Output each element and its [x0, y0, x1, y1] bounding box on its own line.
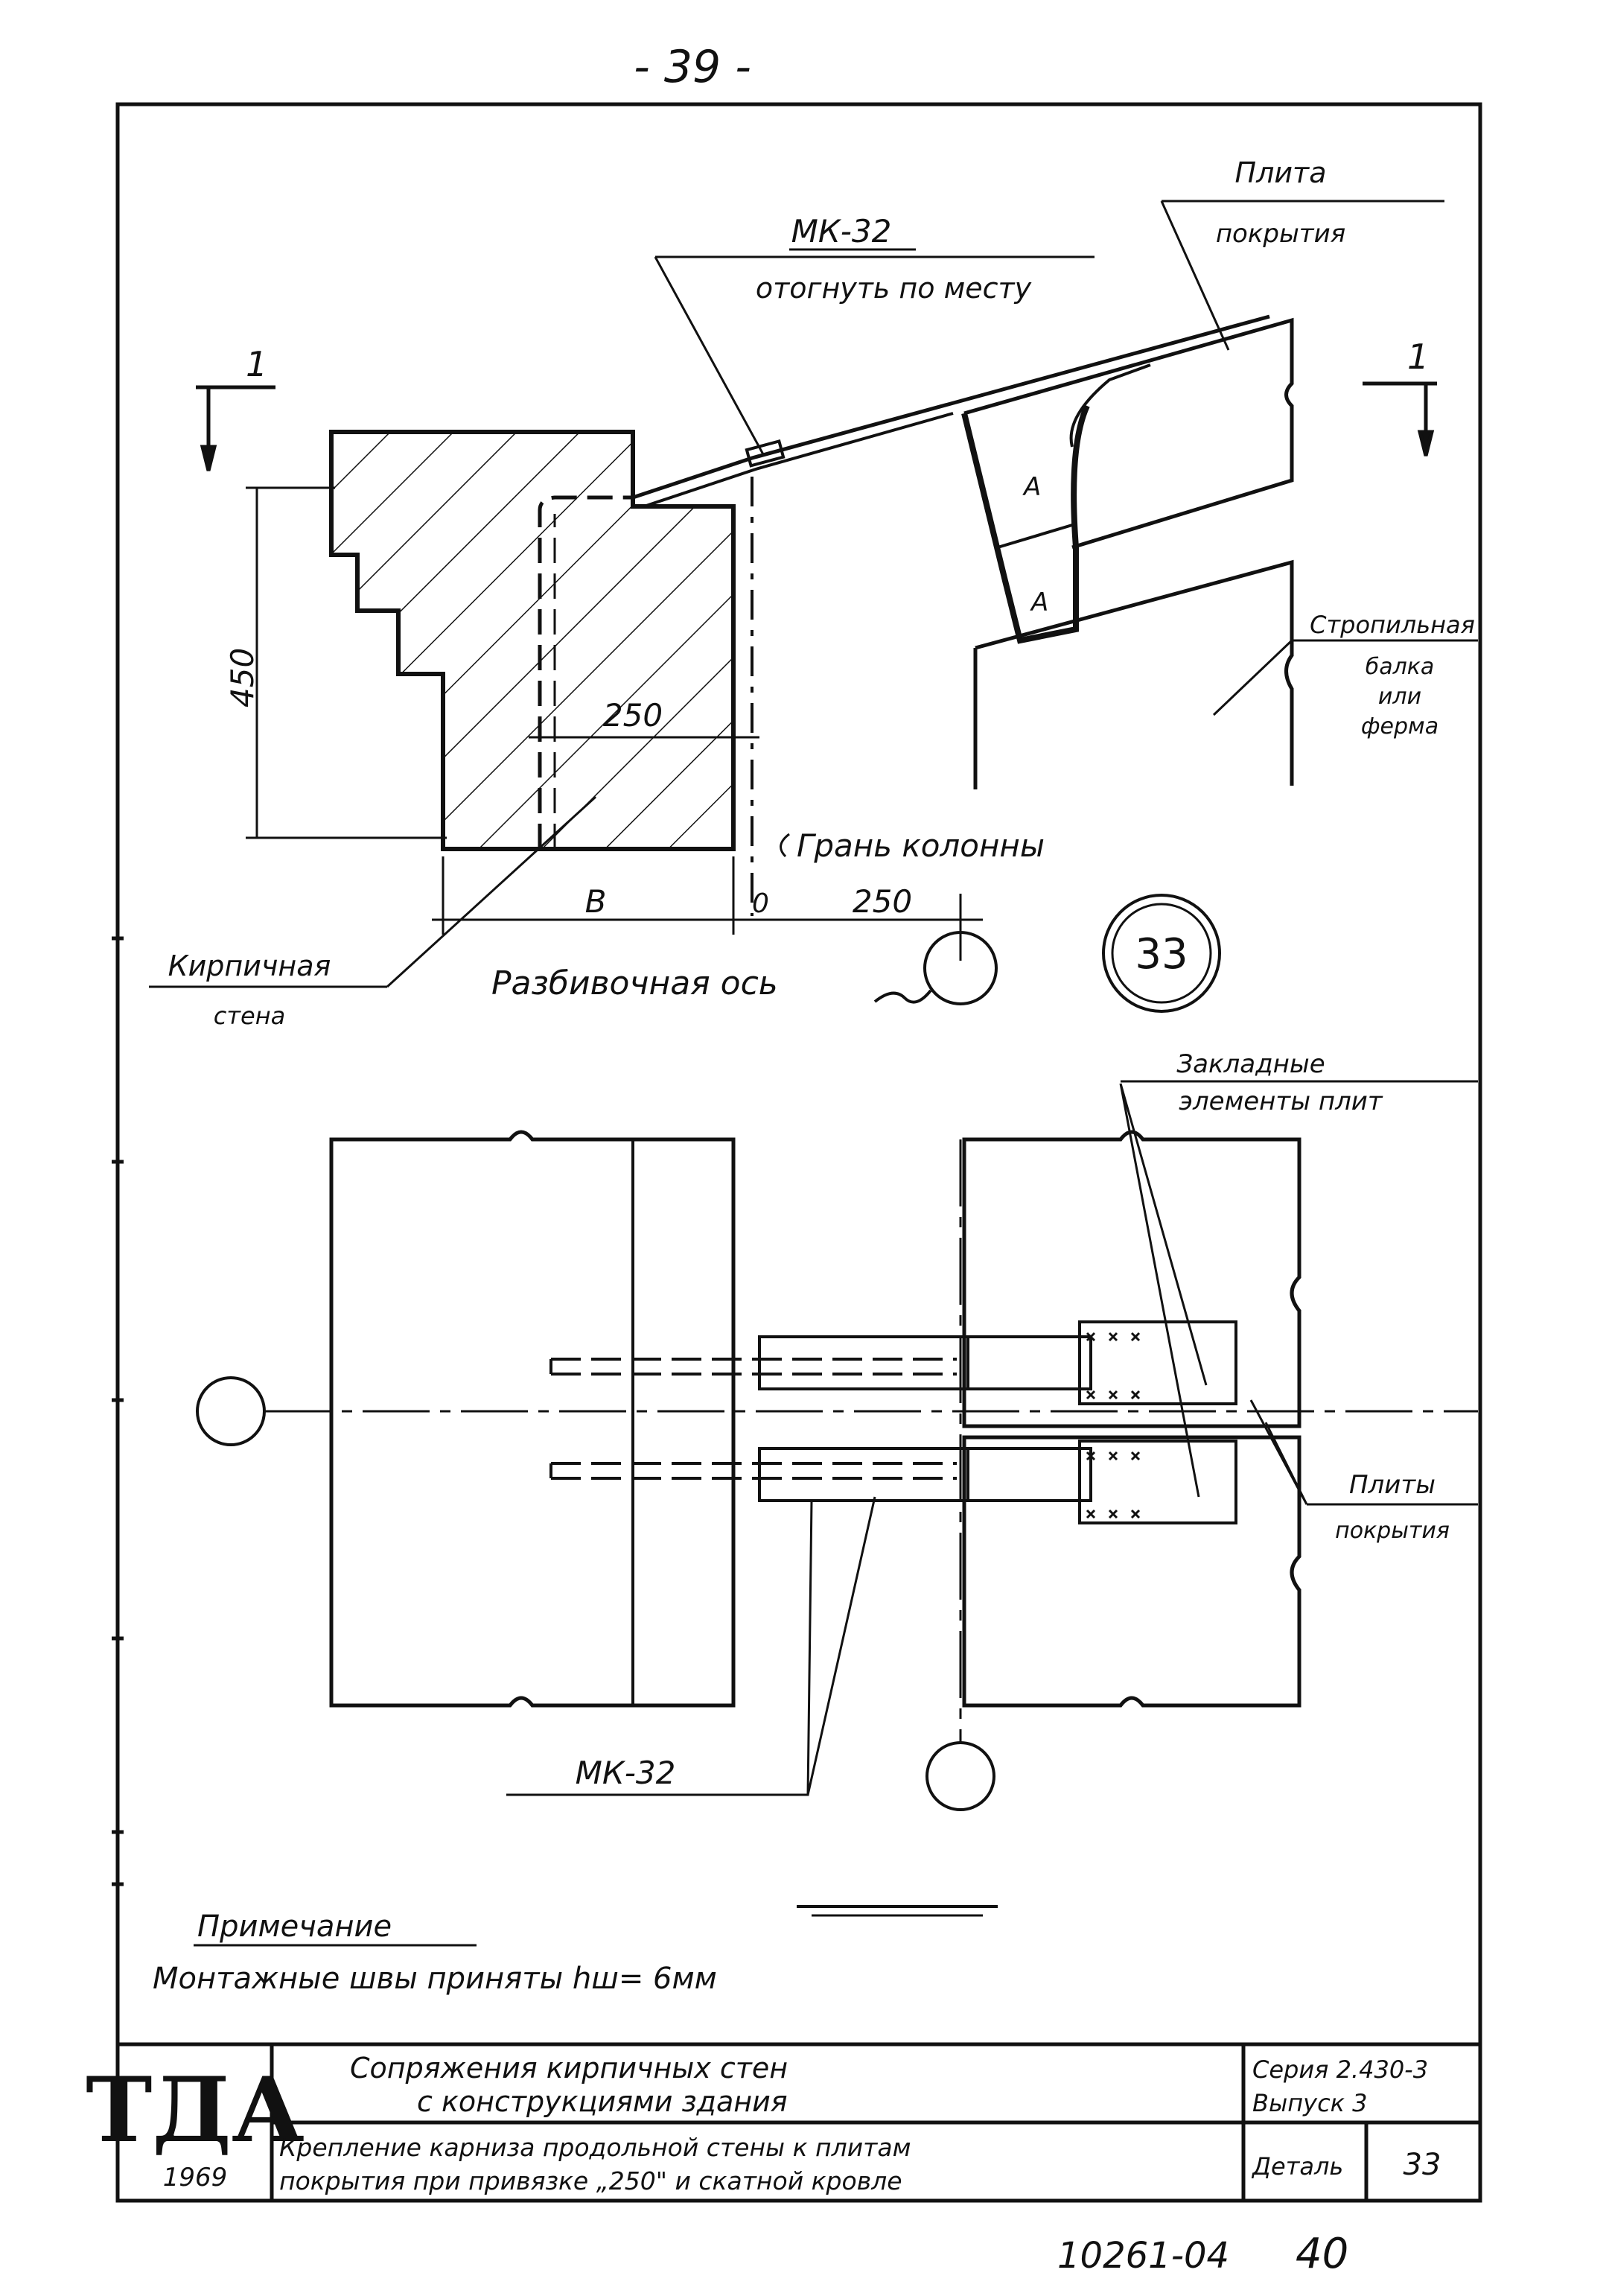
- dim-250-bottom-label: 250: [853, 883, 912, 920]
- mk32-weld-block: [745, 439, 786, 468]
- page-number: - 39 -: [634, 41, 751, 93]
- slabs-leaders: [1249, 1399, 1308, 1505]
- section-mark-left-label: 1: [246, 344, 267, 384]
- roof-slab: [963, 317, 1294, 550]
- title-block-frame: [118, 2042, 1480, 2201]
- detail-circle-inner: [1111, 903, 1212, 1004]
- mk32-leader: [654, 255, 1095, 455]
- bracket-inner: [1069, 363, 1151, 448]
- detail-label: Деталь: [1251, 2152, 1343, 2181]
- dim-height-label: 450: [224, 648, 261, 707]
- title-year: 1969: [163, 2163, 228, 2192]
- axis-circle-top: [923, 931, 998, 1005]
- rafter-label-3: или: [1378, 684, 1421, 710]
- slabs-label-1: Плиты: [1349, 1470, 1436, 1500]
- sheet-frame: [115, 102, 1482, 2203]
- embedded-leaders: [1119, 1083, 1208, 1498]
- bracket-seam: [997, 524, 1073, 549]
- footer-code: 10261-04: [1057, 2235, 1229, 2277]
- weld-marks: [1086, 1332, 1141, 1519]
- title-line-2: с конструкциями здания: [417, 2085, 788, 2118]
- anchor-plan-lower: [549, 1440, 1237, 1524]
- bend-on-site-text: отогнуть по месту: [756, 272, 1032, 305]
- rafter-beam: [973, 559, 1294, 789]
- logo-tda: ТДА: [86, 2058, 305, 2163]
- mk32-bottom-leader: [506, 1496, 876, 1796]
- mk32-callout: МК-32: [791, 213, 892, 249]
- subtitle-line-1: Крепление карниза продольной стены к пли…: [279, 2133, 911, 2162]
- bracket-mark-b: A: [1030, 588, 1048, 617]
- slab-label-1: Плита: [1235, 156, 1327, 189]
- embedded-label-1: Закладные: [1176, 1049, 1325, 1079]
- anchor-plan-upper: [549, 1320, 1237, 1405]
- column-face-label: Грань колонны: [797, 827, 1045, 864]
- dim-bottom: [432, 856, 983, 961]
- section-mark-left: [196, 385, 275, 471]
- alignment-axis-label: Разбивочная ось: [491, 964, 778, 1002]
- footer-page: 40: [1296, 2230, 1348, 2278]
- note-heading: Примечание: [197, 1909, 392, 1944]
- rafter-leader: [1212, 639, 1293, 716]
- dim-height: [246, 486, 447, 839]
- slab-leader: [1160, 200, 1230, 351]
- slab-plan-upper: [962, 1130, 1301, 1428]
- detail-circle-number: 33: [1135, 930, 1188, 979]
- slab-plan-lower: [962, 1435, 1301, 1708]
- subtitle-line-2: покрытия при привязке „250" и скатной кр…: [279, 2166, 902, 2195]
- mk32-plate: [632, 314, 1270, 500]
- mk32-bottom-label: МК-32: [576, 1755, 676, 1791]
- brick-wall-label-2: стена: [214, 1002, 285, 1030]
- bracket-mark-a: A: [1022, 472, 1041, 502]
- detail-number: 33: [1404, 2148, 1441, 2182]
- title-line-1: Сопряжения кирпичных стен: [350, 2052, 788, 2084]
- axis-circle-bottom: [925, 1741, 995, 1811]
- detail-circle-outer: [1102, 894, 1221, 1013]
- dim-250-inner-label: 250: [603, 697, 663, 734]
- axis-circle-left: [196, 1376, 266, 1446]
- dim-b-label: В: [585, 883, 607, 920]
- brick-wall-label-1: Кирпичная: [168, 950, 331, 982]
- concrete-bracket: [961, 404, 1090, 644]
- series-label: Серия 2.430-3: [1252, 2055, 1428, 2084]
- rafter-label-4: ферма: [1361, 713, 1438, 740]
- rafter-label-1: Стропильная: [1310, 611, 1475, 639]
- dim-zero-label: 0: [752, 888, 769, 919]
- anchor-mk32-top: [538, 495, 634, 849]
- margin-ticks: [112, 936, 124, 1886]
- note-text: Монтажные швы приняты hш= 6мм: [153, 1962, 717, 1996]
- column-face-tick: [780, 833, 790, 858]
- slab-label-2: покрытия: [1216, 219, 1345, 249]
- mk32-plate-edge: [643, 412, 954, 508]
- section-mark-right-label: 1: [1407, 337, 1429, 377]
- brick-wall-cornice: [329, 430, 736, 851]
- issue-label: Выпуск 3: [1252, 2089, 1368, 2117]
- slabs-label-2: покрытия: [1335, 1518, 1450, 1544]
- section-mark-right: [1363, 381, 1437, 457]
- brick-wall-leader: [386, 795, 597, 988]
- rafter-label-2: балка: [1366, 654, 1435, 680]
- axis-leader: [873, 989, 932, 1004]
- embedded-label-2: элементы плит: [1179, 1087, 1383, 1116]
- wall-plan-left: [329, 1130, 736, 1708]
